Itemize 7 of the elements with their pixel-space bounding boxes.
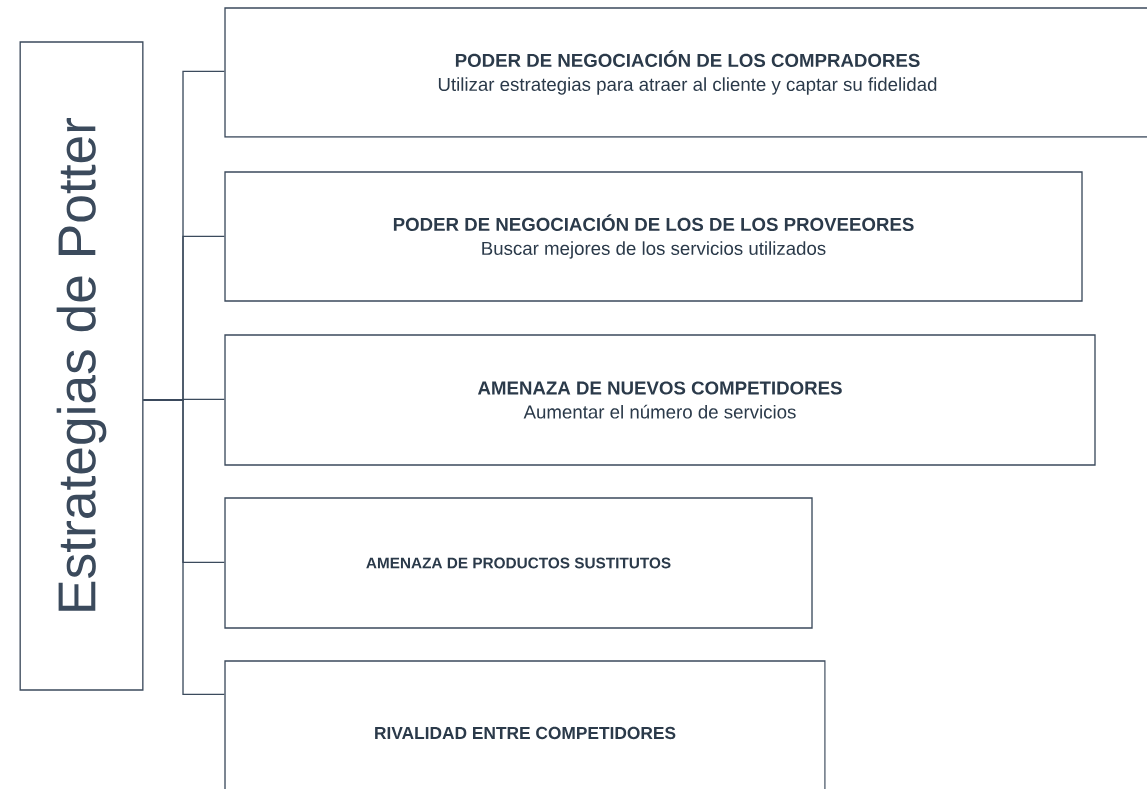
text-box: PODER DE NEGOCIACIÓN DE LOS DE LOS PROVEEORES Buscar mejores de los servicios utilizados — [224, 171, 1083, 302]
text-box: AMENAZA DE NUEVOS COMPETIDORES Aumentar el número de servicios — [224, 334, 1096, 466]
connector — [142, 399, 225, 695]
text-box: AMENAZA DE PRODUCTOS SUSTITUTOS — [224, 497, 813, 629]
title-box: Estrategias de Potter — [19, 41, 144, 691]
text-box: RIVALIDAD ENTRE COMPETIDORES — [224, 660, 826, 789]
text-box: PODER DE NEGOCIACIÓN DE LOS COMPRADORES Utilizar estrategias para atraer al cliente y captar su fidelidad — [224, 7, 1147, 138]
